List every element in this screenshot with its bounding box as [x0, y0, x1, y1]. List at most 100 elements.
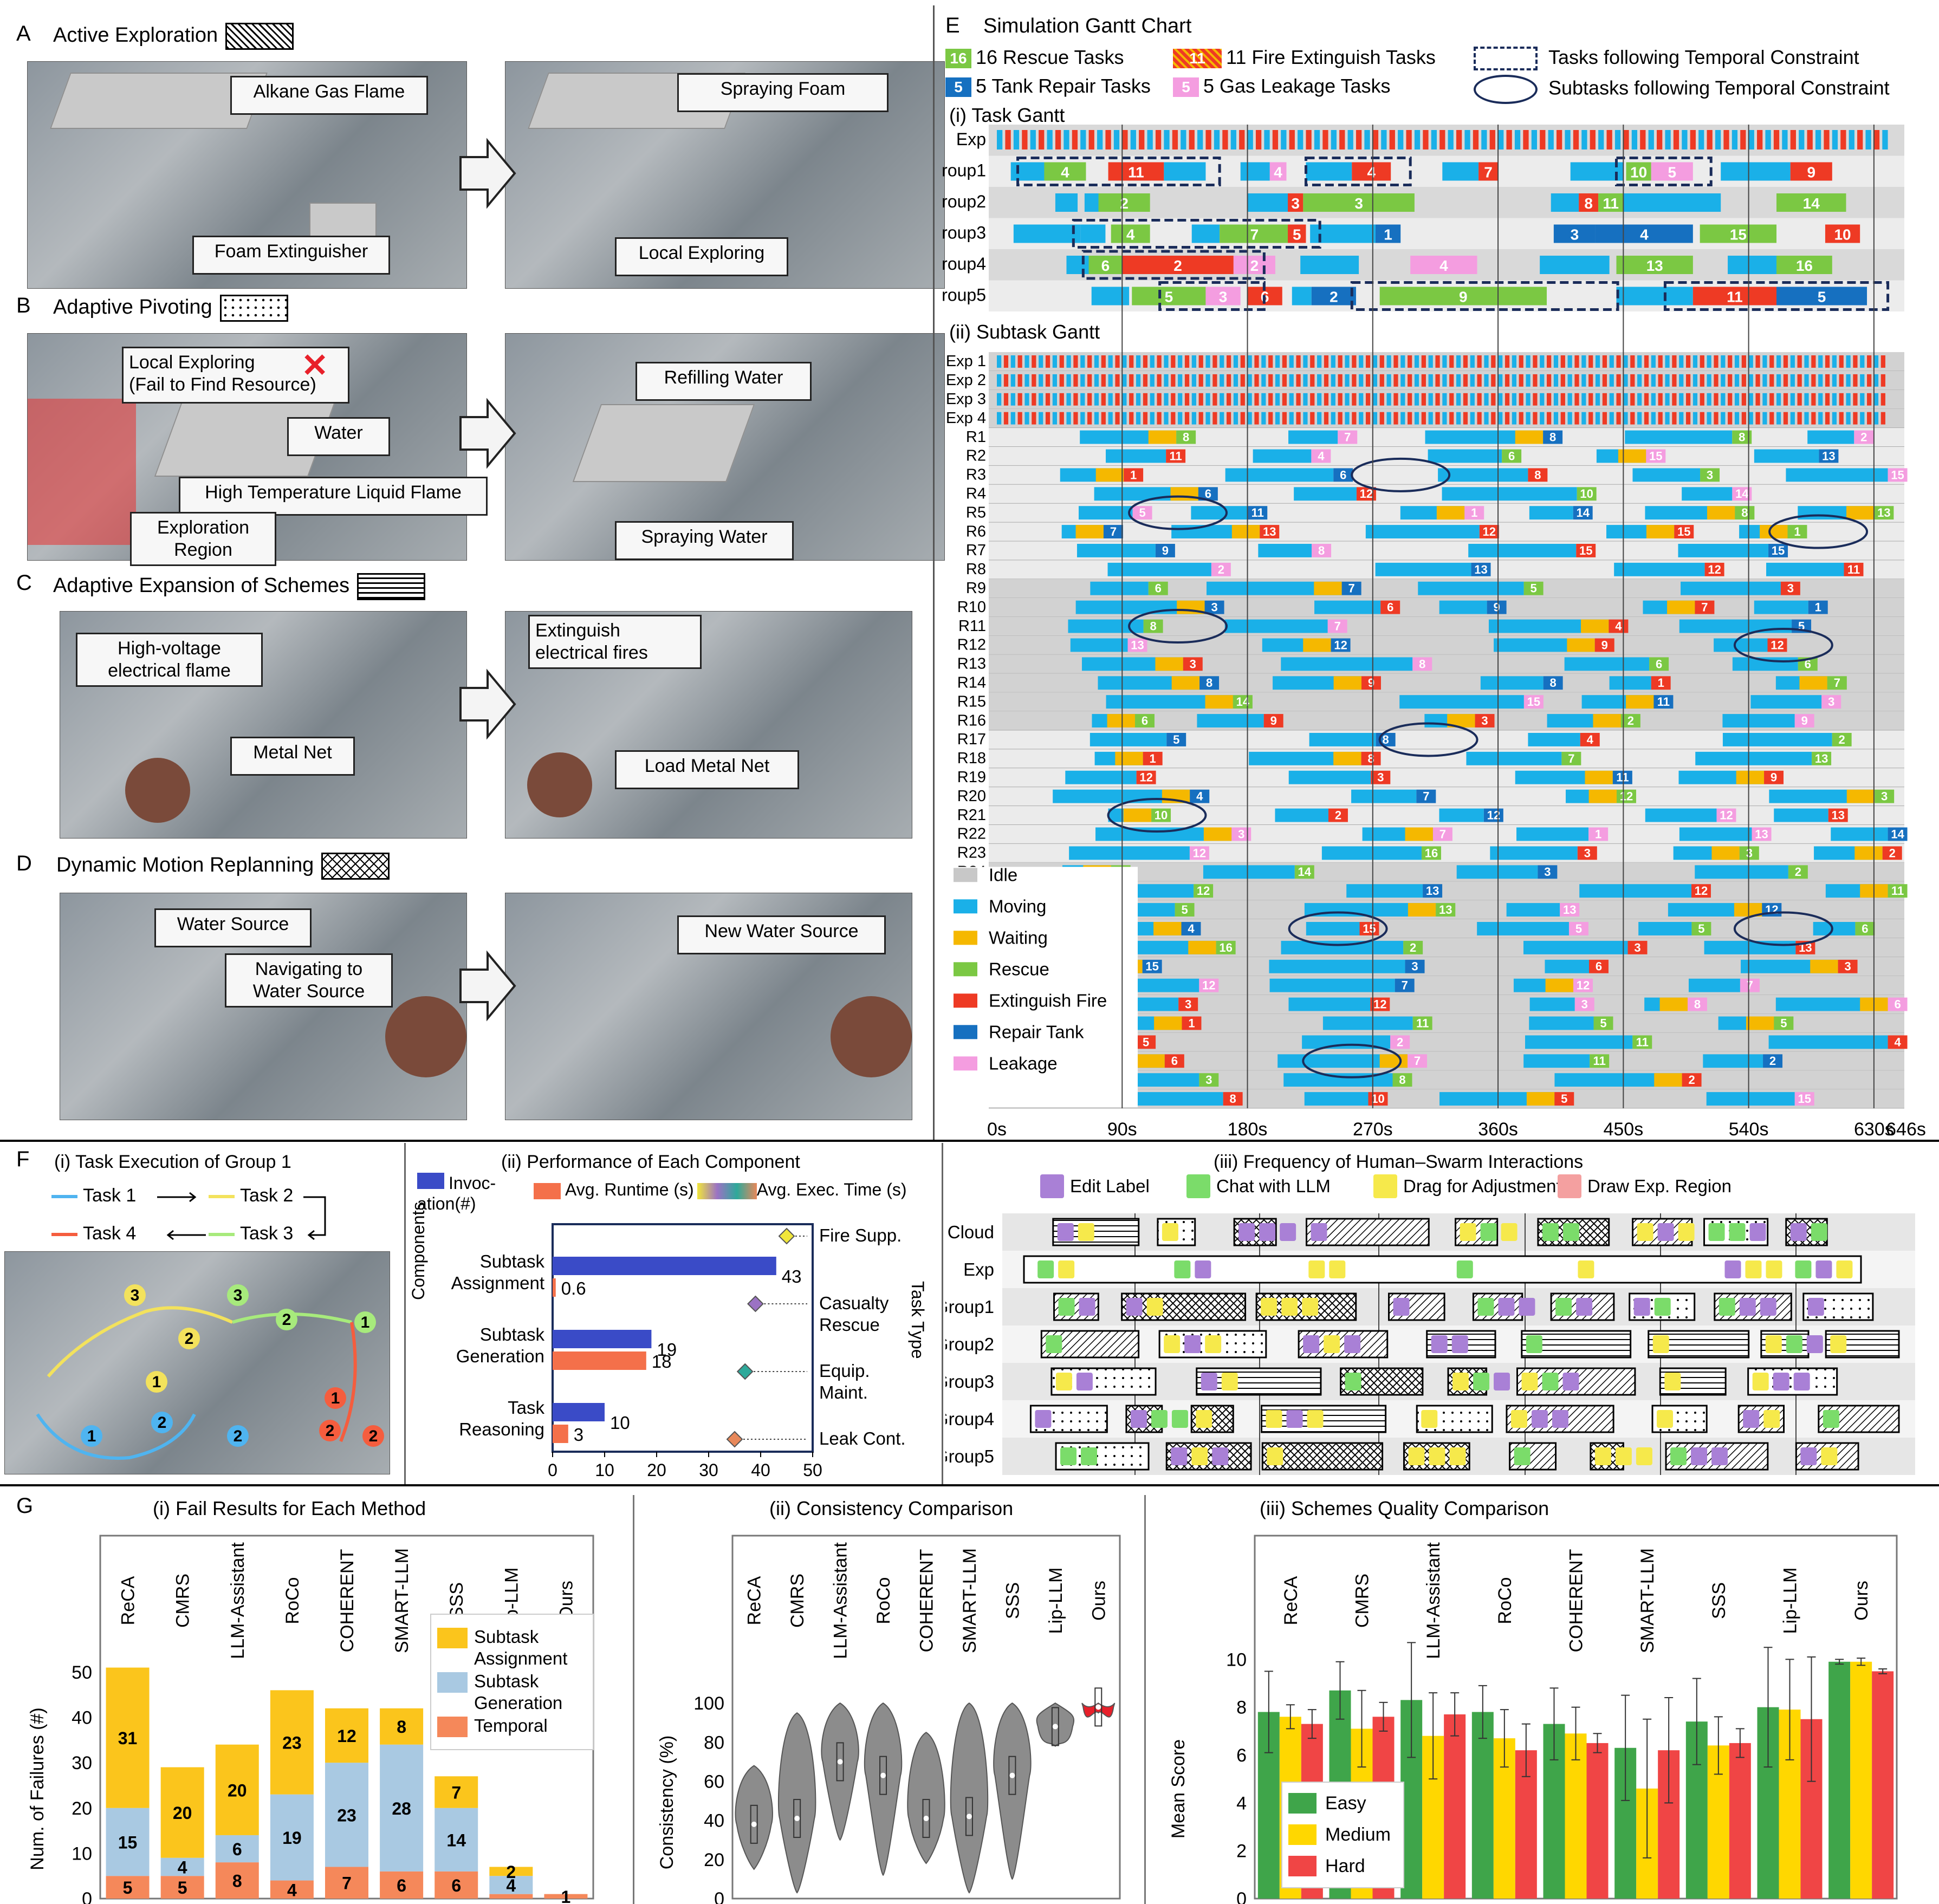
subtask-action-label: 13 — [1131, 638, 1144, 652]
exp-subtask-stripe — [1442, 355, 1447, 368]
exp-subtask-stripe — [1282, 374, 1287, 387]
exp-stripe-segment — [1573, 130, 1579, 150]
exp-stripe-segment — [1322, 130, 1328, 150]
subtask-waiting-bar — [1854, 846, 1883, 860]
exp-stripe-segment — [1364, 130, 1370, 150]
exp-stripe-segment — [1531, 130, 1538, 150]
g1-segment-label: 6 — [451, 1876, 461, 1895]
temporal-ellipse — [1768, 514, 1869, 549]
exp-subtask-stripe — [1359, 355, 1364, 368]
exp-subtask-stripe — [1205, 355, 1210, 368]
exp-stripe-segment — [1448, 130, 1454, 150]
subtask-action-label: 13 — [1563, 903, 1576, 917]
exp-subtask-stripe — [1811, 393, 1816, 406]
exp-subtask-stripe — [1547, 412, 1552, 425]
exp-subtask-stripe — [1317, 355, 1322, 368]
f2-xtick-label: 30 — [699, 1460, 718, 1479]
exp-subtask-stripe — [1818, 412, 1823, 425]
f3-interaction-icon — [1146, 1298, 1163, 1316]
g1-segment-label: 12 — [337, 1726, 356, 1746]
exp-stripe-segment — [1122, 130, 1128, 150]
exp-subtask-stripe — [1609, 374, 1614, 387]
task-bar-label: 9 — [1459, 289, 1468, 306]
f3-interaction-icon — [1307, 1410, 1324, 1428]
state-legend-swatch — [954, 1025, 977, 1039]
task-bar-label: 8 — [1584, 195, 1593, 212]
exp-subtask-stripe — [1776, 355, 1781, 368]
exp-subtask-stripe — [1010, 412, 1015, 425]
exp-subtask-stripe — [1477, 412, 1482, 425]
subtask-action-bar — [1573, 506, 1593, 520]
exp-subtask-stripe — [1282, 355, 1287, 368]
subtask-action-bar — [1395, 978, 1415, 992]
exp-subtask-stripe — [1540, 393, 1545, 406]
temporal-ellipse — [1107, 798, 1207, 833]
svg-text:2: 2 — [369, 1427, 378, 1445]
exp-subtask-stripe — [1324, 412, 1329, 425]
g1-ylabel: Num. of Failures (#) — [27, 1707, 48, 1870]
subtask-moving-bar — [1439, 808, 1484, 822]
subtask-moving-bar — [1468, 544, 1577, 557]
exp-subtask-stripe — [1386, 355, 1391, 368]
exp-subtask-stripe — [1017, 355, 1022, 368]
exp-subtask-stripe — [1707, 355, 1711, 368]
exp-subtask-stripe — [1254, 412, 1259, 425]
subtask-moving-bar — [1754, 449, 1819, 463]
f3-interaction-icon — [1449, 1447, 1466, 1465]
exp-subtask-stripe — [1602, 393, 1607, 406]
f2-legend-runtime-label: Avg. Runtime (s) — [565, 1180, 694, 1199]
exp-subtask-stripe — [1080, 355, 1085, 368]
subtask-action-label: 15 — [1772, 544, 1785, 557]
subtask-moving-bar — [1321, 846, 1422, 860]
exp-subtask-stripe — [1867, 412, 1872, 425]
subtask-action-label: 8 — [1206, 676, 1212, 690]
exp-subtask-stripe — [1220, 412, 1224, 425]
subtask-moving-bar — [1322, 1016, 1413, 1030]
subtask-action-label: 8 — [1739, 431, 1745, 444]
subtask-action-bar — [1774, 1016, 1794, 1030]
f3-interaction-icon — [1519, 1298, 1535, 1316]
exp-subtask-stripe — [1198, 412, 1203, 425]
exp-stripe-segment — [1824, 130, 1830, 150]
subtask-moving-bar — [1528, 733, 1580, 746]
subtask-action-label: 12 — [1334, 638, 1347, 652]
subtask-waiting-bar — [1581, 619, 1609, 633]
subtask-action-bar — [1483, 808, 1503, 822]
subtask-action-bar — [1888, 827, 1908, 841]
f3-interaction-icon — [1711, 1447, 1728, 1465]
task-bar — [1269, 162, 1287, 181]
exp-subtask-stripe — [1039, 393, 1043, 406]
g2-violin — [864, 1702, 903, 1876]
exp-subtask-stripe — [1567, 355, 1572, 368]
callout-navigating: Navigating to Water Source — [225, 953, 393, 1008]
exp-subtask-stripe — [1331, 393, 1335, 406]
exp-subtask-stripe — [1289, 374, 1294, 387]
g2-median-dot — [751, 1821, 757, 1827]
f2-exec-diamond — [736, 1363, 754, 1380]
g1-segment-label: 15 — [118, 1832, 138, 1852]
exp-stripe-segment — [1381, 130, 1387, 150]
f1-task3: Task 3 — [209, 1223, 293, 1244]
f3-interaction-icon — [1811, 1223, 1827, 1241]
subtask-moving-bar — [1614, 562, 1705, 576]
subtask-action-bar — [1875, 789, 1895, 803]
exp-subtask-stripe — [1261, 374, 1266, 387]
exp-subtask-stripe — [1470, 374, 1475, 387]
g3-category-label: COHERENT — [1566, 1549, 1587, 1653]
exp-subtask-stripe — [1045, 374, 1050, 387]
g1-segment-label: 4 — [287, 1880, 297, 1900]
exp-subtask-stripe — [1755, 355, 1760, 368]
task-bar-label: 11 — [1128, 164, 1144, 181]
svg-text:1: 1 — [87, 1427, 96, 1445]
exp-subtask-stripe — [1783, 412, 1788, 425]
exp-stripe-segment — [1088, 130, 1094, 150]
exp-subtask-stripe — [1087, 355, 1092, 368]
exp-subtask-stripe — [1685, 412, 1691, 425]
exp-subtask-stripe — [1860, 412, 1865, 425]
task-bar — [1191, 224, 1220, 243]
subtask-moving-bar — [1288, 430, 1338, 444]
exp-subtask-stripe — [1108, 412, 1113, 425]
subtask-action-label: 3 — [1190, 657, 1196, 671]
